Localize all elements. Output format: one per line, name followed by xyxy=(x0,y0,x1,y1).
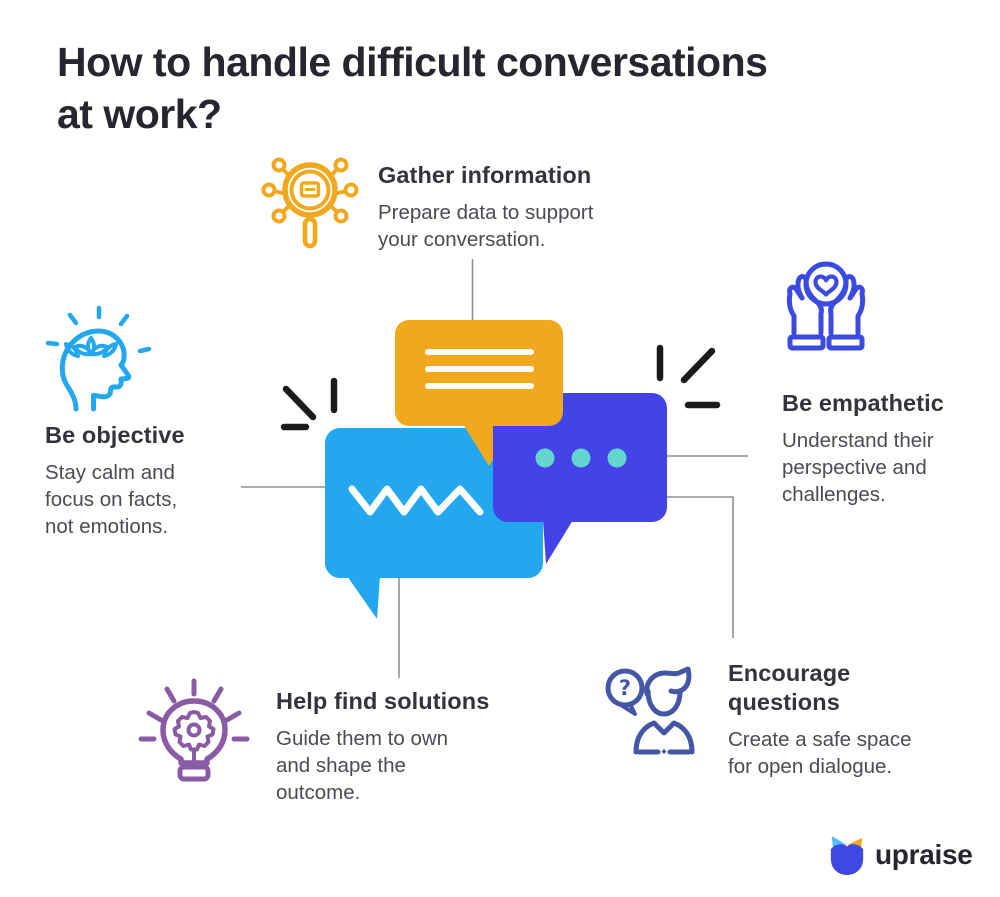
step-description: Create a safe space for open dialogue. xyxy=(728,728,912,778)
step-heading: Help find solutions xyxy=(276,688,490,714)
typing-dots xyxy=(535,448,627,468)
hands-holding-heart-icon xyxy=(786,261,866,351)
step-heading: Gather information xyxy=(378,162,592,188)
svg-text:?: ? xyxy=(619,676,631,700)
text-lines xyxy=(425,349,534,389)
step-encourage-questions: Encourage questions Create a safe space … xyxy=(728,659,911,780)
connector-encourage-questions xyxy=(667,496,734,638)
page-title-line1: How to handle difficult conversations xyxy=(57,39,768,85)
sky-bubble-tail xyxy=(347,576,380,619)
mindful-head-icon xyxy=(45,305,152,412)
sky-speech-bubble xyxy=(325,428,543,619)
page-title: How to handle difficult conversations at… xyxy=(57,36,768,140)
step-be-empathetic: Be empathetic Understand their perspecti… xyxy=(782,389,944,508)
step-be-objective: Be objective Stay calm and focus on fact… xyxy=(45,421,185,540)
step-heading: Be empathetic xyxy=(782,390,944,416)
step-heading: Encourage questions xyxy=(728,660,851,715)
step-description: Prepare data to support your conversatio… xyxy=(378,201,594,251)
upraise-logo-mark xyxy=(830,836,864,875)
page-title-line2: at work? xyxy=(57,91,222,137)
step-help-find-solutions: Help find solutions Guide them to own an… xyxy=(276,687,489,806)
emphasis-marks xyxy=(280,344,721,431)
lightbulb-gear-icon xyxy=(138,678,250,782)
upraise-logo-text: upraise xyxy=(875,839,973,870)
step-description: Stay calm and focus on facts, not emotio… xyxy=(45,461,178,538)
yellow-speech-bubble xyxy=(395,320,563,426)
magnifier-network-icon xyxy=(261,157,359,249)
connector-lines xyxy=(241,259,748,678)
emphasis-right-diagonal xyxy=(680,347,716,384)
step-gather-information: Gather information Prepare data to suppo… xyxy=(378,161,593,253)
emphasis-left-diagonal xyxy=(282,385,317,421)
step-description: Understand their perspective and challen… xyxy=(782,429,934,506)
step-heading: Be objective xyxy=(45,422,185,448)
step-description: Guide them to own and shape the outcome. xyxy=(276,727,449,804)
person-question-icon: ? xyxy=(605,666,695,755)
indigo-bubble-tail xyxy=(543,520,573,564)
upraise-logo: upraise xyxy=(828,834,973,876)
zigzag-line xyxy=(348,485,484,516)
